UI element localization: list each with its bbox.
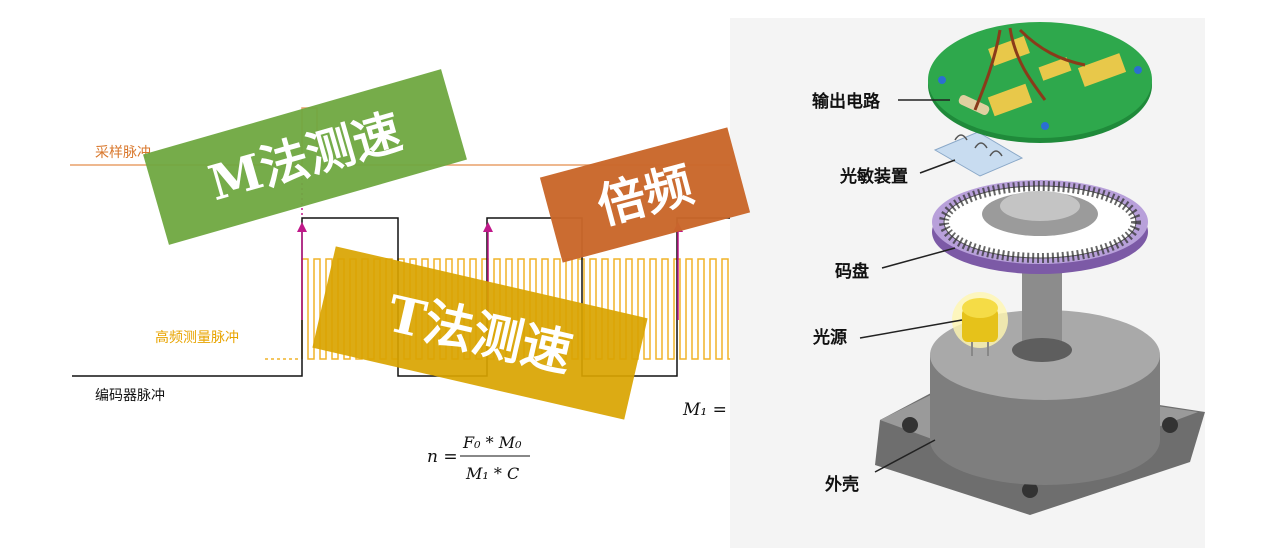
mount-hole: [1162, 417, 1178, 433]
leader-line: [919, 159, 956, 174]
formula-lhs: n =: [427, 447, 458, 467]
multiplier-banner: 倍频: [539, 127, 751, 263]
sampling-pulse-label: 采样脉冲: [95, 145, 151, 161]
mount-hole: [1022, 482, 1038, 498]
photosensor: [933, 131, 1024, 177]
marker-arrow: [297, 222, 307, 320]
leader-line: [881, 247, 956, 269]
encoder-part-labels: 输出电路 光敏装置 码盘 光源 外壳: [812, 91, 963, 495]
formula-denominator: M₁ * C: [465, 464, 519, 483]
encoder-illustration: 输出电路 光敏装置 码盘 光源 外壳: [730, 18, 1205, 548]
leader-line: [874, 439, 936, 473]
encoder-pulse-label: 编码器脉冲: [95, 388, 165, 404]
light-source-label: 光源: [812, 327, 847, 348]
code-disk: [932, 180, 1148, 274]
housing: [875, 310, 1205, 515]
housing-label: 外壳: [825, 474, 859, 495]
high-freq-pulse-label: 高频测量脉冲: [155, 329, 239, 346]
photosensor-label: 光敏装置: [839, 166, 908, 187]
mount-hole: [902, 417, 918, 433]
output-circuit-label: 输出电路: [812, 91, 881, 112]
leader-line: [859, 319, 963, 339]
code-disk-label: 码盘: [835, 261, 869, 282]
t-method-banner: T法测速: [312, 246, 648, 420]
output-circuit-board: [928, 22, 1152, 143]
formula-numerator: F₀ * M₀: [462, 433, 522, 452]
light-source-led: [952, 292, 1008, 356]
